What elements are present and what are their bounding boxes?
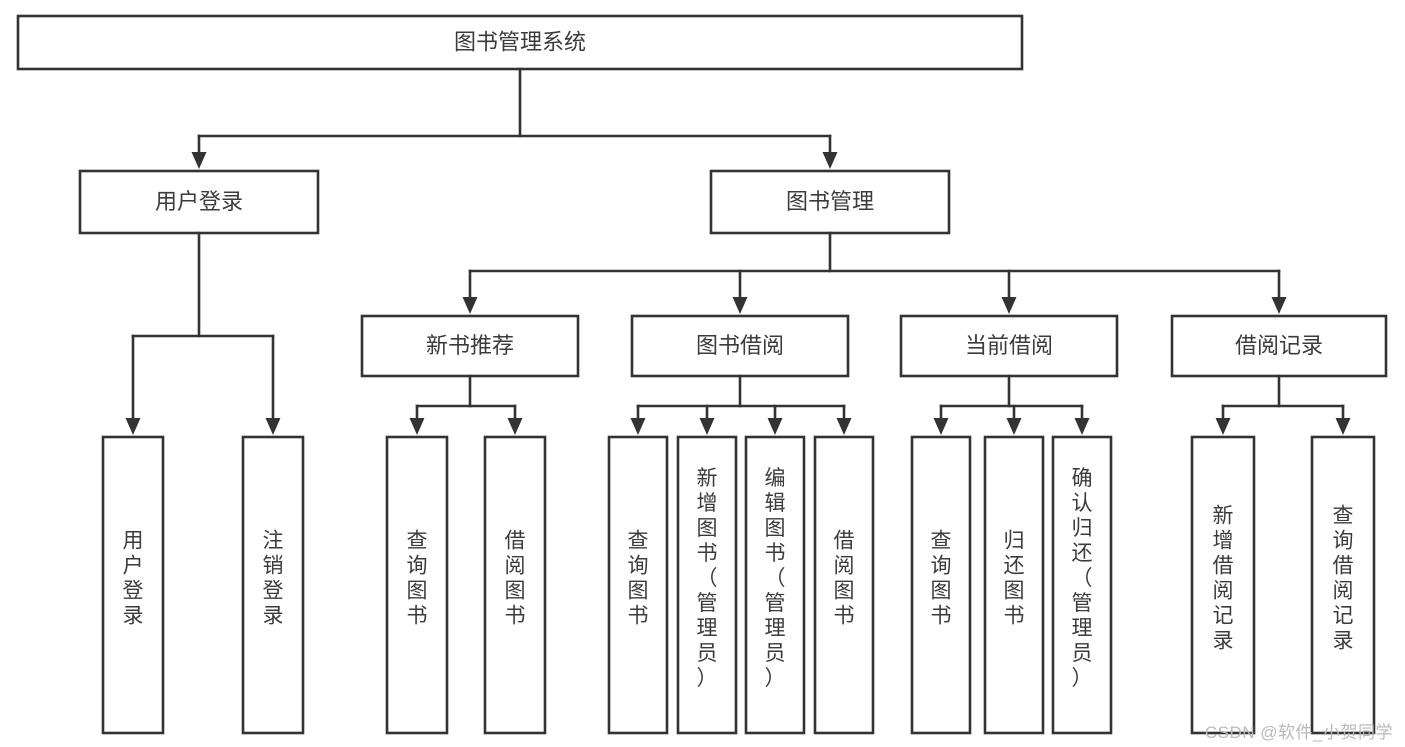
node-box[interactable] [483,435,547,735]
csdn-watermark: CSDN @软件_小贺同学 [1204,723,1393,742]
arrow-head-icon [933,418,949,435]
arrow-head-icon [191,152,207,169]
node-box[interactable] [1190,435,1256,735]
arrow-head-icon [507,418,523,435]
node-current-borrow[interactable]: 当前借阅 [899,314,1119,378]
node-label: 借阅图书 [505,530,526,628]
arrow-head-icon [822,152,838,169]
arrow-head-icon [462,297,478,314]
arrow-head-icon [767,418,783,435]
node-user-login-do[interactable]: 用户登录 [101,435,165,735]
node-user-logout[interactable]: 注销登录 [241,435,305,735]
arrow-head-icon [265,418,281,435]
node-label: 归还图书 [1004,530,1025,628]
node-borrow-edit-book[interactable]: 编辑图书（管理员） [744,435,806,735]
node-borrow-record[interactable]: 借阅记录 [1170,314,1388,378]
arrow-head-icon [409,418,425,435]
node-box[interactable] [709,169,951,235]
node-new-book-recommend[interactable]: 新书推荐 [360,314,580,378]
node-recommend-borrow-book[interactable]: 借阅图书 [483,435,547,735]
node-label: 查询借阅记录 [1333,505,1354,653]
node-box[interactable] [1051,435,1113,735]
node-current-return-book[interactable]: 归还图书 [983,435,1045,735]
node-label: 注销登录 [263,530,284,628]
node-record-add[interactable]: 新增借阅记录 [1190,435,1256,735]
node-box[interactable] [607,435,669,735]
node-label: 新增图书（管理员） [697,467,718,690]
node-record-query[interactable]: 查询借阅记录 [1310,435,1376,735]
arrow-head-icon [1215,418,1231,435]
node-recommend-query-book[interactable]: 查询图书 [385,435,449,735]
node-borrow-add-book[interactable]: 新增图书（管理员） [676,435,738,735]
node-borrow-query-book[interactable]: 查询图书 [607,435,669,735]
node-label: 新书推荐 [426,333,514,358]
node-box[interactable] [16,14,1024,71]
node-box[interactable] [1310,435,1376,735]
node-label: 确认归还（管理员） [1072,467,1093,690]
arrow-head-icon [699,418,715,435]
node-label: 用户登录 [155,189,243,214]
node-label: 图书管理 [786,189,874,214]
node-label: 用户登录 [123,530,144,628]
arrow-head-icon [630,418,646,435]
node-current-confirm-return[interactable]: 确认归还（管理员） [1051,435,1113,735]
node-root[interactable]: 图书管理系统 [16,14,1024,71]
node-book-manage[interactable]: 图书管理 [709,169,951,235]
node-box[interactable] [676,435,738,735]
node-user-login[interactable]: 用户登录 [78,169,320,235]
node-label: 当前借阅 [965,333,1053,358]
node-label: 借阅图书 [834,530,855,628]
node-label: 查询图书 [628,530,649,628]
node-label: 借阅记录 [1235,333,1323,358]
node-current-query-book[interactable]: 查询图书 [910,435,972,735]
node-box[interactable] [101,435,165,735]
node-borrow-borrow-book[interactable]: 借阅图书 [813,435,875,735]
node-box[interactable] [910,435,972,735]
node-label: 图书管理系统 [454,29,586,54]
node-label: 查询图书 [931,530,952,628]
arrow-head-icon [125,418,141,435]
node-box[interactable] [241,435,305,735]
node-label: 编辑图书（管理员） [765,467,786,690]
arrow-head-icon [1271,297,1287,314]
node-label: 查询图书 [407,530,428,628]
node-label: 新增借阅记录 [1213,505,1234,653]
arrow-head-icon [732,297,748,314]
node-box[interactable] [813,435,875,735]
node-box[interactable] [1170,314,1388,378]
arrow-head-icon [1001,297,1017,314]
node-box[interactable] [385,435,449,735]
node-box[interactable] [899,314,1119,378]
arrow-head-icon [1335,418,1351,435]
arrow-head-icon [1074,418,1090,435]
node-book-borrow[interactable]: 图书借阅 [630,314,850,378]
arrow-head-icon [836,418,852,435]
node-box[interactable] [744,435,806,735]
arrow-head-icon [1006,418,1022,435]
node-box[interactable] [983,435,1045,735]
node-label: 图书借阅 [696,333,784,358]
node-box[interactable] [360,314,580,378]
